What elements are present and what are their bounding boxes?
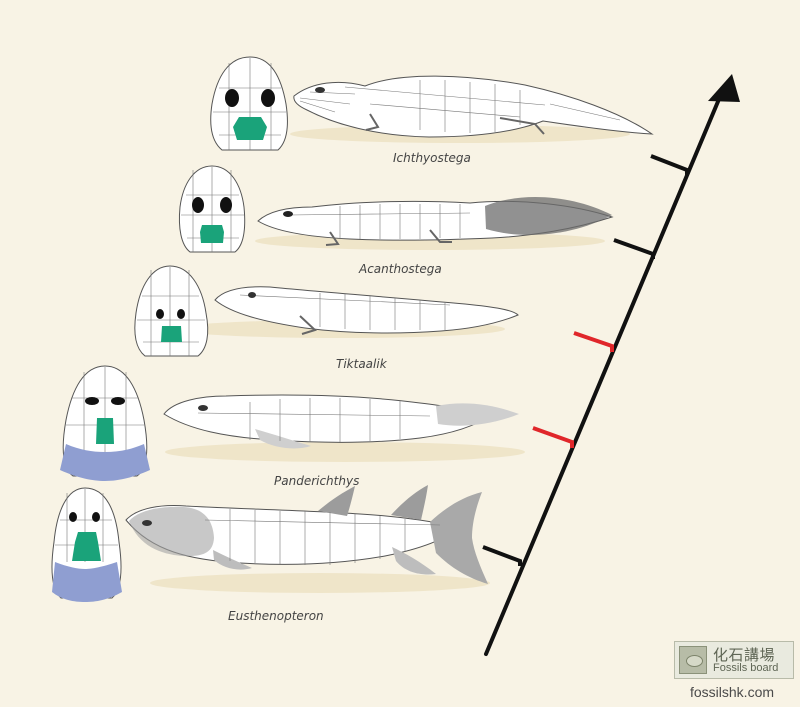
tiktaalik-skull [134, 265, 209, 357]
eusthenopteron-dorsal-fin-2 [391, 485, 428, 520]
panderichthys-eye [198, 405, 208, 411]
eusthenopteron-shadow [150, 573, 490, 593]
panderichthys-left-orbit [85, 397, 99, 405]
acanthostega-label: Acanthostega [358, 262, 442, 276]
panderichthys-shadow [165, 442, 525, 462]
branch-tiktaalik [573, 331, 614, 352]
acanthostega-green-bone [200, 225, 224, 243]
acanthostega-hind-limb [429, 229, 452, 243]
tiktaalik-left-orbit [156, 309, 164, 319]
acanthostega-right-orbit [220, 197, 232, 213]
eusthenopteron-head-shade [129, 506, 214, 557]
watermark-chinese: 化石講場 [713, 646, 776, 664]
eusthenopteron-label: Eusthenopteron [228, 609, 324, 623]
fossil-logo-icon [679, 646, 707, 674]
panderichthys-skull [60, 365, 150, 481]
panderichthys-blue-bone [60, 444, 150, 481]
watermark-url: fossilshk.com [690, 684, 775, 700]
panderichthys-tail-fin [436, 403, 519, 426]
ichthyostega-green-bone [233, 117, 267, 140]
acanthostega-tail-fin [485, 197, 612, 235]
eusthenopteron-group: Eusthenopteron [51, 485, 488, 623]
branch-acanthostega [613, 238, 655, 259]
eusthenopteron-tail-fin [430, 492, 488, 584]
watermark-box: 化石講場 Fossils board [674, 641, 794, 679]
acanthostega-group: Acanthostega [178, 165, 614, 276]
tiktaalik-eye [248, 292, 256, 298]
eusthenopteron-skull [51, 487, 122, 602]
panderichthys-green-bone [96, 418, 114, 444]
eusthenopteron-body [125, 485, 488, 584]
panderichthys-pectoral-fin [255, 429, 311, 449]
tiktaalik-green-bone [161, 326, 182, 342]
ichthyostega-label: Ichthyostega [393, 151, 471, 165]
ichthyostega-group: Ichthyostega [210, 56, 654, 165]
panderichthys-right-orbit [111, 397, 125, 405]
acanthostega-front-limb [325, 231, 340, 246]
cladogram [482, 74, 740, 656]
panderichthys-group: Panderichthys [60, 365, 519, 488]
acanthostega-body [257, 197, 614, 246]
eusthenopteron-dorsal-fin-1 [318, 486, 355, 516]
ichthyostega-front-limb [365, 113, 380, 131]
ichthyostega-left-orbit [225, 89, 239, 107]
axis-arrowhead [708, 74, 740, 102]
panderichthys-label: Panderichthys [274, 474, 359, 488]
branch-eusthenopteron [482, 545, 522, 566]
eusthenopteron-green-bone [72, 532, 101, 561]
eusthenopteron-blue-bone [52, 562, 122, 602]
acanthostega-left-orbit [192, 197, 204, 213]
ichthyostega-eye [315, 87, 325, 93]
ichthyostega-body [293, 75, 654, 138]
tiktaalik-right-orbit [177, 309, 185, 319]
tiktaalik-body [214, 286, 519, 335]
main-axis-line [484, 90, 724, 656]
eusthenopteron-ventral-fin [392, 547, 436, 575]
ichthyostega-hind-limb [499, 117, 545, 135]
branch-ichthyostega [650, 154, 689, 176]
acanthostega-eye [283, 211, 293, 217]
ichthyostega-right-orbit [261, 89, 275, 107]
tiktaalik-group: Tiktaalik [134, 265, 519, 371]
eusthenopteron-left-orbit [69, 512, 77, 522]
eusthenopteron-right-orbit [92, 512, 100, 522]
branch-panderichthys [532, 426, 574, 448]
ichthyostega-skull [210, 56, 288, 151]
eusthenopteron-pectoral-fin [213, 550, 252, 570]
acanthostega-skull [178, 165, 246, 253]
watermark-english: Fossils board [713, 662, 779, 674]
panderichthys-body [163, 394, 519, 449]
eusthenopteron-eye [142, 520, 152, 526]
tiktaalik-label: Tiktaalik [336, 357, 388, 371]
tiktaalik-fin [299, 315, 317, 335]
